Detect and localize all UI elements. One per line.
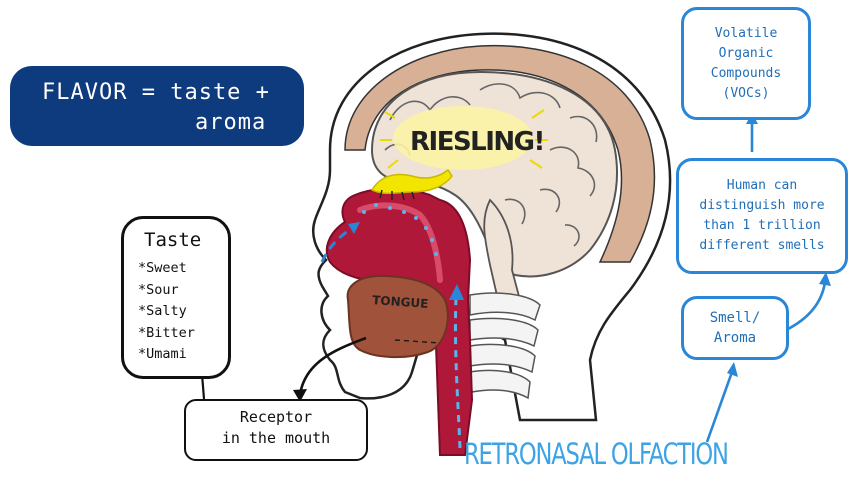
smell-to-human-arrow bbox=[786, 282, 825, 330]
flavor-equation-line1: FLAVOR = taste + bbox=[42, 80, 270, 105]
taste-item: *Sweet bbox=[138, 258, 195, 280]
taste-title: Taste bbox=[144, 229, 201, 251]
receptor-line2: in the mouth bbox=[186, 428, 366, 449]
smell-to-human-arrowhead bbox=[819, 272, 831, 286]
smell-aroma-box: Smell/ Aroma bbox=[681, 296, 789, 360]
taste-item: *Bitter bbox=[138, 323, 195, 345]
human-smell-box: Human can distinguish more than 1 trilli… bbox=[676, 158, 848, 274]
flavor-equation-box: FLAVOR = taste + aroma bbox=[10, 66, 304, 146]
human-line: different smells bbox=[699, 236, 824, 256]
receptor-box: Receptor in the mouth bbox=[184, 399, 368, 461]
voc-line: Volatile bbox=[715, 24, 778, 44]
smell-line: Smell/ bbox=[710, 308, 761, 328]
retro-to-smell-arrowhead bbox=[727, 362, 738, 377]
taste-list: *Sweet *Sour *Salty *Bitter *Umami bbox=[138, 258, 195, 366]
taste-box: Taste *Sweet *Sour *Salty *Bitter *Umami bbox=[121, 216, 231, 379]
voc-line: (VOCs) bbox=[723, 84, 770, 104]
retronasal-olfaction-label: RETRONASAL OLFACTION bbox=[464, 437, 728, 471]
brain-label: RIESLING! bbox=[410, 127, 544, 157]
flavor-equation-line2: aroma bbox=[195, 110, 266, 135]
taste-item: *Umami bbox=[138, 344, 195, 366]
taste-item: *Sour bbox=[138, 280, 195, 302]
human-line: Human can bbox=[727, 176, 797, 196]
retro-to-smell-arrow bbox=[707, 372, 732, 442]
voc-line: Organic bbox=[719, 44, 774, 64]
voc-box: Volatile Organic Compounds (VOCs) bbox=[681, 7, 811, 120]
tongue-shape bbox=[348, 276, 448, 357]
taste-item: *Salty bbox=[138, 301, 195, 323]
smell-line: Aroma bbox=[714, 328, 756, 348]
human-line: distinguish more bbox=[699, 196, 824, 216]
voc-line: Compounds bbox=[711, 64, 781, 84]
receptor-line1: Receptor bbox=[186, 407, 366, 428]
human-line: than 1 trillion bbox=[703, 216, 820, 236]
